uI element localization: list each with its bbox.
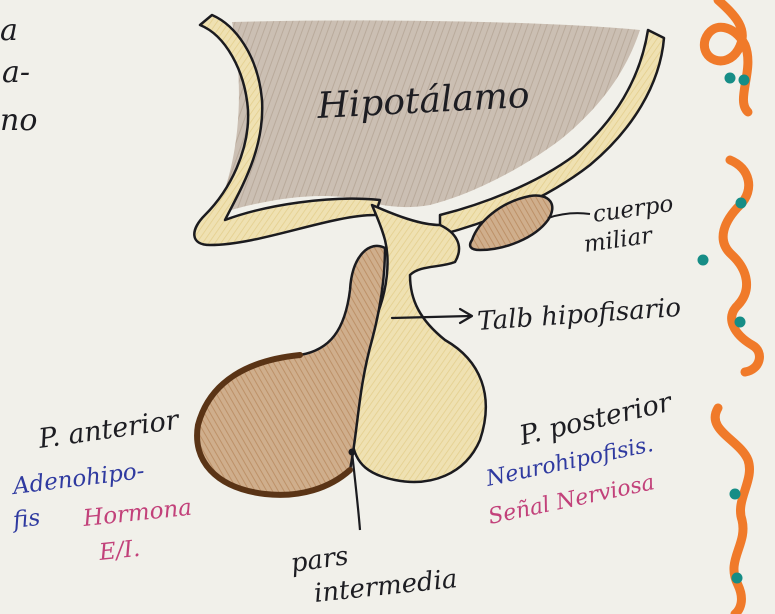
anterior-note-line1: Hormona <box>81 495 193 532</box>
binding-coil-1 <box>704 0 748 112</box>
intermedia-dot <box>349 449 356 456</box>
binding-hole <box>698 255 709 266</box>
anterior-subtitle-line1: Adenohipo- <box>10 458 146 500</box>
binding-coil-3 <box>715 408 749 614</box>
binding-hole <box>730 489 741 500</box>
anterior-note-line2: E/I. <box>97 536 141 566</box>
fragment-line-3: no <box>0 103 37 138</box>
binding-coil-2 <box>723 160 759 372</box>
stalk-label: Talb hipofisario <box>476 293 682 337</box>
binding-hole <box>725 73 736 84</box>
anterior-title: P. anterior <box>36 404 183 455</box>
mammillary-label-line2: miliar <box>582 222 656 258</box>
fragment-line-2: a- <box>2 55 30 90</box>
binding-hole <box>732 573 743 584</box>
binding-hole <box>736 198 747 209</box>
mammillary-label-line1: cuerpo <box>591 191 675 228</box>
fragment-line-1: a <box>0 13 18 48</box>
intermedia-pointer <box>352 452 360 530</box>
binding-hole <box>735 317 746 328</box>
intermedia-label-line1: pars <box>289 541 351 579</box>
binding-hole <box>739 75 750 86</box>
anterior-subtitle-line2: fis <box>10 505 42 534</box>
notebook-binding <box>698 0 760 614</box>
mammillary-pointer <box>548 213 590 218</box>
